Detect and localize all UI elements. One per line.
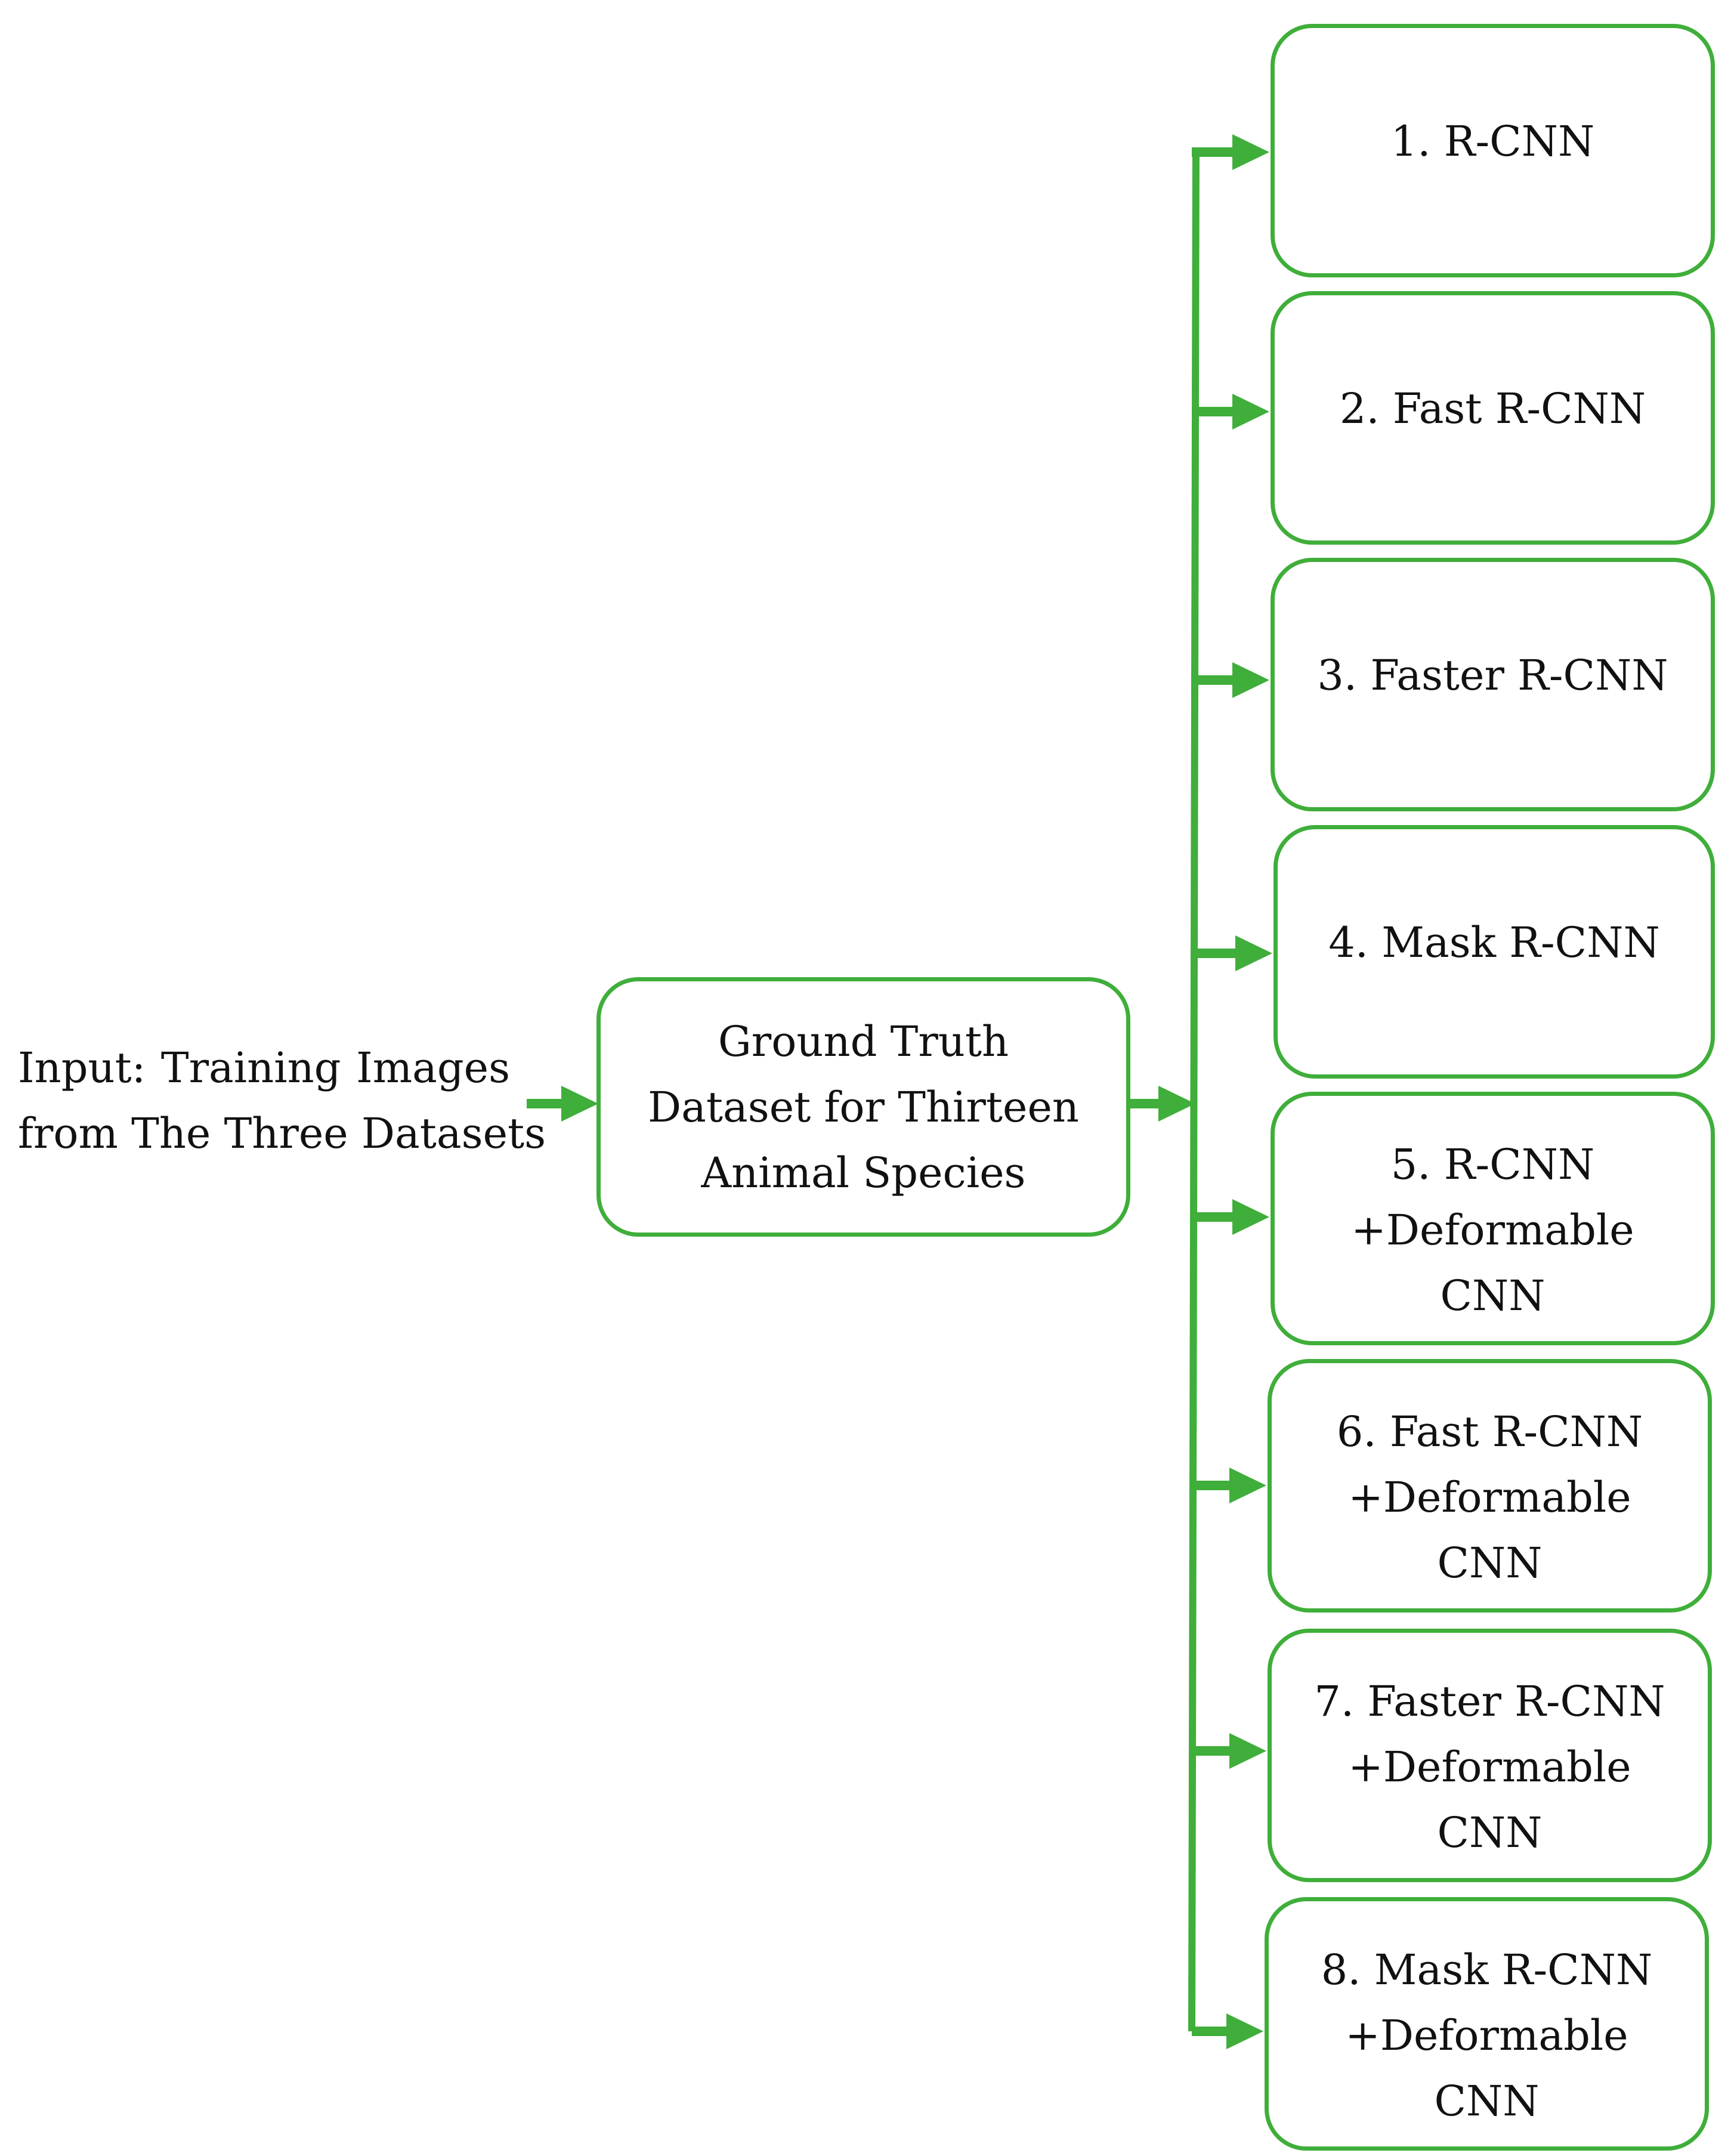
branch-7-arrow-head xyxy=(1229,1733,1266,1769)
branch-4-arrow-head xyxy=(1235,935,1272,971)
input-label-line-2: from The Three Datasets xyxy=(18,1109,546,1158)
model-8-label-line-2: +Deformable xyxy=(1345,2011,1628,2060)
model-2-label: 2. Fast R-CNN xyxy=(1339,384,1646,433)
input-label: Input: Training Images from The Three Da… xyxy=(18,1035,546,1166)
model-5-label-line-3: CNN xyxy=(1440,1271,1545,1320)
model-box-1: 1. R-CNN xyxy=(1271,24,1715,277)
input-label-word: Input: xyxy=(18,1043,146,1092)
trunk-line xyxy=(1188,152,1200,2032)
model-6-label-line-3: CNN xyxy=(1437,1539,1543,1587)
model-box-5: 5. R-CNN +Deformable CNN xyxy=(1271,1092,1715,1345)
ground-truth-line-2: Dataset for Thirteen xyxy=(648,1082,1079,1132)
model-6-label-line-1: 6. Fast R-CNN xyxy=(1336,1407,1643,1456)
branch-1-arrow-head xyxy=(1232,134,1269,170)
input-arrow-head xyxy=(561,1086,598,1122)
branch-6-arrow-head xyxy=(1229,1468,1266,1503)
input-label-word: Training xyxy=(160,1043,341,1092)
model-box-2: 2. Fast R-CNN xyxy=(1271,291,1715,545)
model-box-7: 7. Faster R-CNN +Deformable CNN xyxy=(1268,1629,1712,1882)
model-5-label-line-2: +Deformable xyxy=(1351,1206,1634,1255)
model-7-label-line-2: +Deformable xyxy=(1348,1743,1631,1791)
model-box-3: 3. Faster R-CNN xyxy=(1271,558,1715,811)
branch-2-arrow-head xyxy=(1232,394,1269,430)
model-4-label: 4. Mask R-CNN xyxy=(1328,918,1660,967)
model-box-8: 8. Mask R-CNN +Deformable CNN xyxy=(1265,1897,1709,2151)
ground-truth-line-3: Animal Species xyxy=(701,1148,1026,1197)
model-8-label-line-1: 8. Mask R-CNN xyxy=(1321,1945,1653,1994)
model-5-label-line-1: 5. R-CNN xyxy=(1390,1140,1595,1189)
input-label-word: Images xyxy=(356,1043,510,1092)
branch-5-arrow-head xyxy=(1232,1199,1269,1235)
model-1-label: 1. R-CNN xyxy=(1390,117,1595,166)
model-8-label-line-3: CNN xyxy=(1434,2077,1540,2126)
model-6-label-line-2: +Deformable xyxy=(1348,1473,1631,1522)
branch-8-arrow-head xyxy=(1226,2013,1263,2049)
model-box-6: 6. Fast R-CNN +Deformable CNN xyxy=(1268,1359,1712,1613)
ground-truth-line-1: Ground Truth xyxy=(718,1017,1009,1066)
input-label-line-1: Input: Training Images xyxy=(18,1035,510,1101)
model-box-4: 4. Mask R-CNN xyxy=(1273,825,1715,1079)
model-7-label-line-3: CNN xyxy=(1437,1808,1543,1857)
ground-truth-box: Ground Truth Dataset for Thirteen Animal… xyxy=(596,977,1130,1237)
ground-truth-arrow-head xyxy=(1158,1086,1195,1122)
model-7-label-line-1: 7. Faster R-CNN xyxy=(1314,1677,1665,1726)
model-3-label: 3. Faster R-CNN xyxy=(1317,651,1668,700)
branch-3-arrow-head xyxy=(1232,662,1269,698)
